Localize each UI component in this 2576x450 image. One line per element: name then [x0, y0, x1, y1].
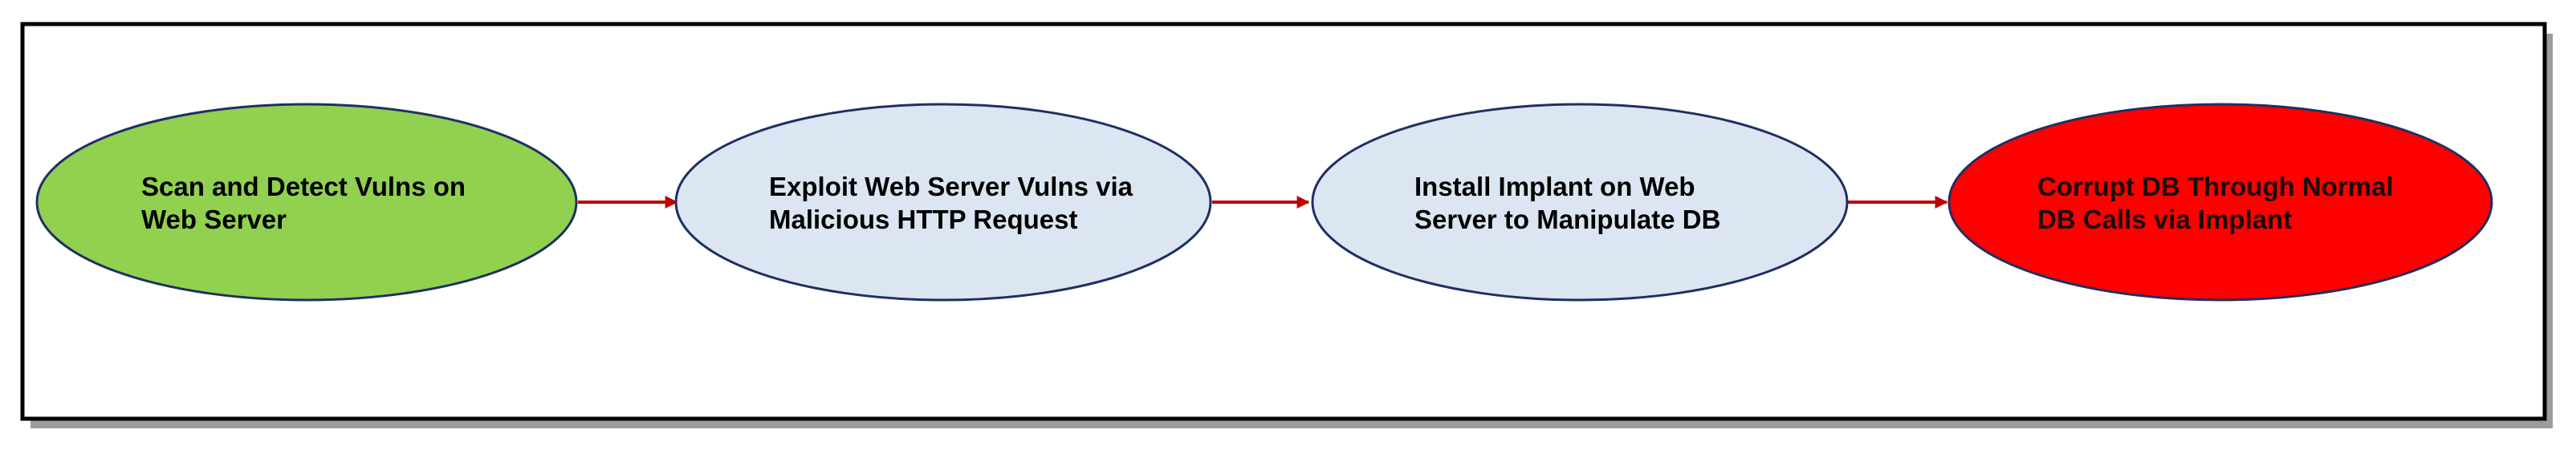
node-corrupt-db: [1947, 103, 2493, 302]
node-label-exploit: Exploit Web Server Vulns via Malicious H…: [769, 171, 1133, 234]
node-scan-and-detect: [35, 103, 578, 302]
node-label-scan: Scan and Detect Vulns on Web Server: [141, 171, 466, 234]
node-install-implant: [1311, 103, 1849, 302]
node-exploit-web-server: [674, 103, 1212, 302]
node-label-install: Install Implant on Web Server to Manipul…: [1414, 171, 1721, 234]
node-label-corrupt: Corrupt DB Through Normal DB Calls via I…: [2037, 171, 2394, 234]
